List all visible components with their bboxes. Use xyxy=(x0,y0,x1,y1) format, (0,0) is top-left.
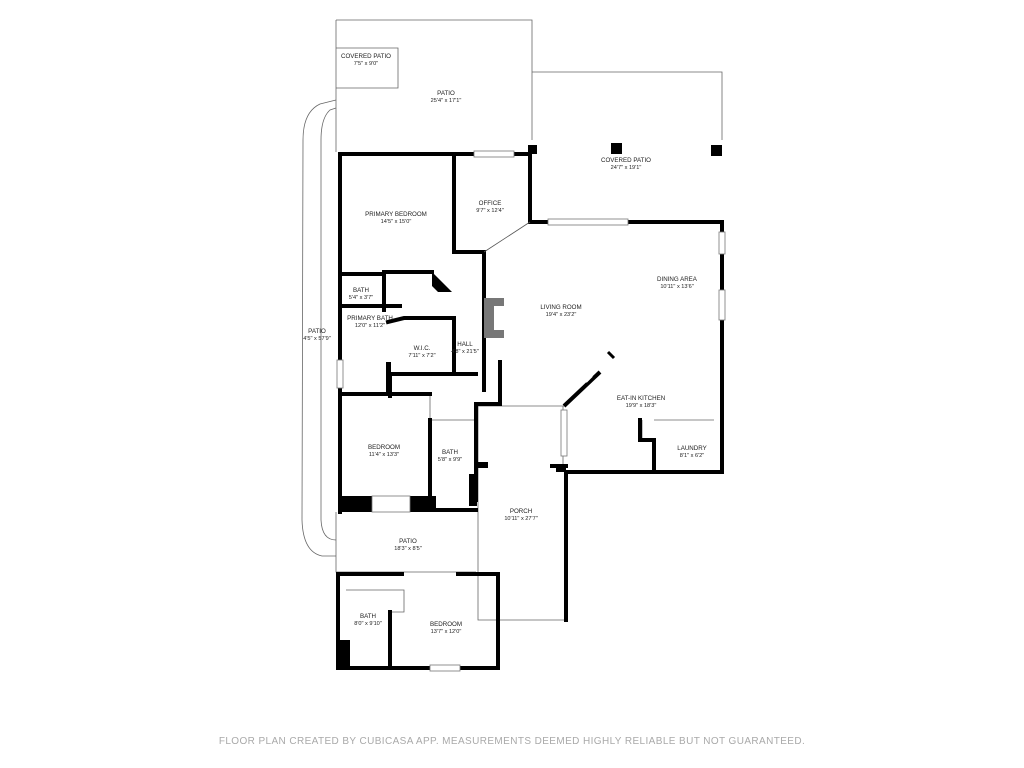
room-label-dining-area: DINING AREA xyxy=(657,276,698,283)
room-label-eat-in-kitchen: EAT-IN KITCHEN xyxy=(617,395,665,402)
room-label-patio-bottom: PATIO xyxy=(399,538,417,545)
room-dimensions-dining-area: 10'11" x 13'6" xyxy=(660,284,693,290)
room-label-primary-bath: PRIMARY BATH xyxy=(347,315,393,322)
room-label-porch: PORCH xyxy=(510,508,532,515)
room-label-laundry: LAUNDRY xyxy=(677,445,706,452)
wall-fills xyxy=(338,143,722,668)
room-dimensions-laundry: 8'1" x 6'2" xyxy=(680,453,704,459)
room-label-bedroom-bottom: BEDROOM xyxy=(430,621,462,628)
room-label-bath-small: BATH xyxy=(353,287,369,294)
room-dimensions-patio-top: 25'4" x 17'1" xyxy=(431,98,462,104)
room-label-bedroom-mid: BEDROOM xyxy=(368,444,400,451)
room-label-patio-side: PATIO xyxy=(308,328,326,335)
room-label-primary-bedroom: PRIMARY BEDROOM xyxy=(365,211,427,218)
room-dimensions-bedroom-mid: 11'4" x 13'3" xyxy=(369,452,399,458)
room-label-hall: HALL xyxy=(457,341,473,348)
room-dimensions-covered-patio-right: 24'7" x 19'1" xyxy=(611,165,642,171)
room-dimensions-primary-bath: 12'0" x 11'2" xyxy=(355,323,385,329)
room-dimensions-eat-in-kitchen: 19'9" x 18'3" xyxy=(626,403,657,409)
room-dimensions-bath-mid: 5'8" x 9'9" xyxy=(438,457,462,463)
fireplace xyxy=(484,298,504,338)
room-dimensions-living-room: 19'4" x 23'2" xyxy=(546,312,577,318)
cubicasa-disclaimer: FLOOR PLAN CREATED BY CUBICASA APP. MEAS… xyxy=(218,736,806,747)
room-dimensions-wic: 7'11" x 7'2" xyxy=(408,353,435,359)
windows xyxy=(336,150,726,672)
room-dimensions-bath-bottom: 8'0" x 9'10" xyxy=(354,621,382,627)
room-dimensions-patio-side: 4'5" x 57'9" xyxy=(303,336,331,342)
room-dimensions-porch: 10'11" x 27'7" xyxy=(504,516,537,522)
room-dimensions-bath-small: 5'4" x 3'7" xyxy=(349,295,373,301)
room-dimensions-bedroom-bottom: 13'7" x 12'0" xyxy=(431,629,462,635)
room-dimensions-hall: 4'8" x 21'5" xyxy=(451,349,479,355)
room-label-office: OFFICE xyxy=(479,200,502,207)
room-dimensions-primary-bedroom: 14'5" x 15'0" xyxy=(381,219,412,225)
room-dimensions-office: 9'7" x 12'4" xyxy=(476,208,504,214)
room-label-wic: W.I.C. xyxy=(414,345,431,352)
room-label-covered-patio-top: COVERED PATIO xyxy=(341,53,391,60)
room-label-living-room: LIVING ROOM xyxy=(540,304,581,311)
room-label-patio-top: PATIO xyxy=(437,90,455,97)
room-label-bath-mid: BATH xyxy=(442,449,458,456)
room-dimensions-patio-bottom: 18'3" x 8'5" xyxy=(394,546,422,552)
room-dimensions-covered-patio-top: 7'5" x 9'0" xyxy=(354,61,378,67)
room-label-covered-patio-right: COVERED PATIO xyxy=(601,157,651,164)
kitchen-diagonal-wall xyxy=(483,221,616,408)
room-label-bath-bottom: BATH xyxy=(360,613,376,620)
